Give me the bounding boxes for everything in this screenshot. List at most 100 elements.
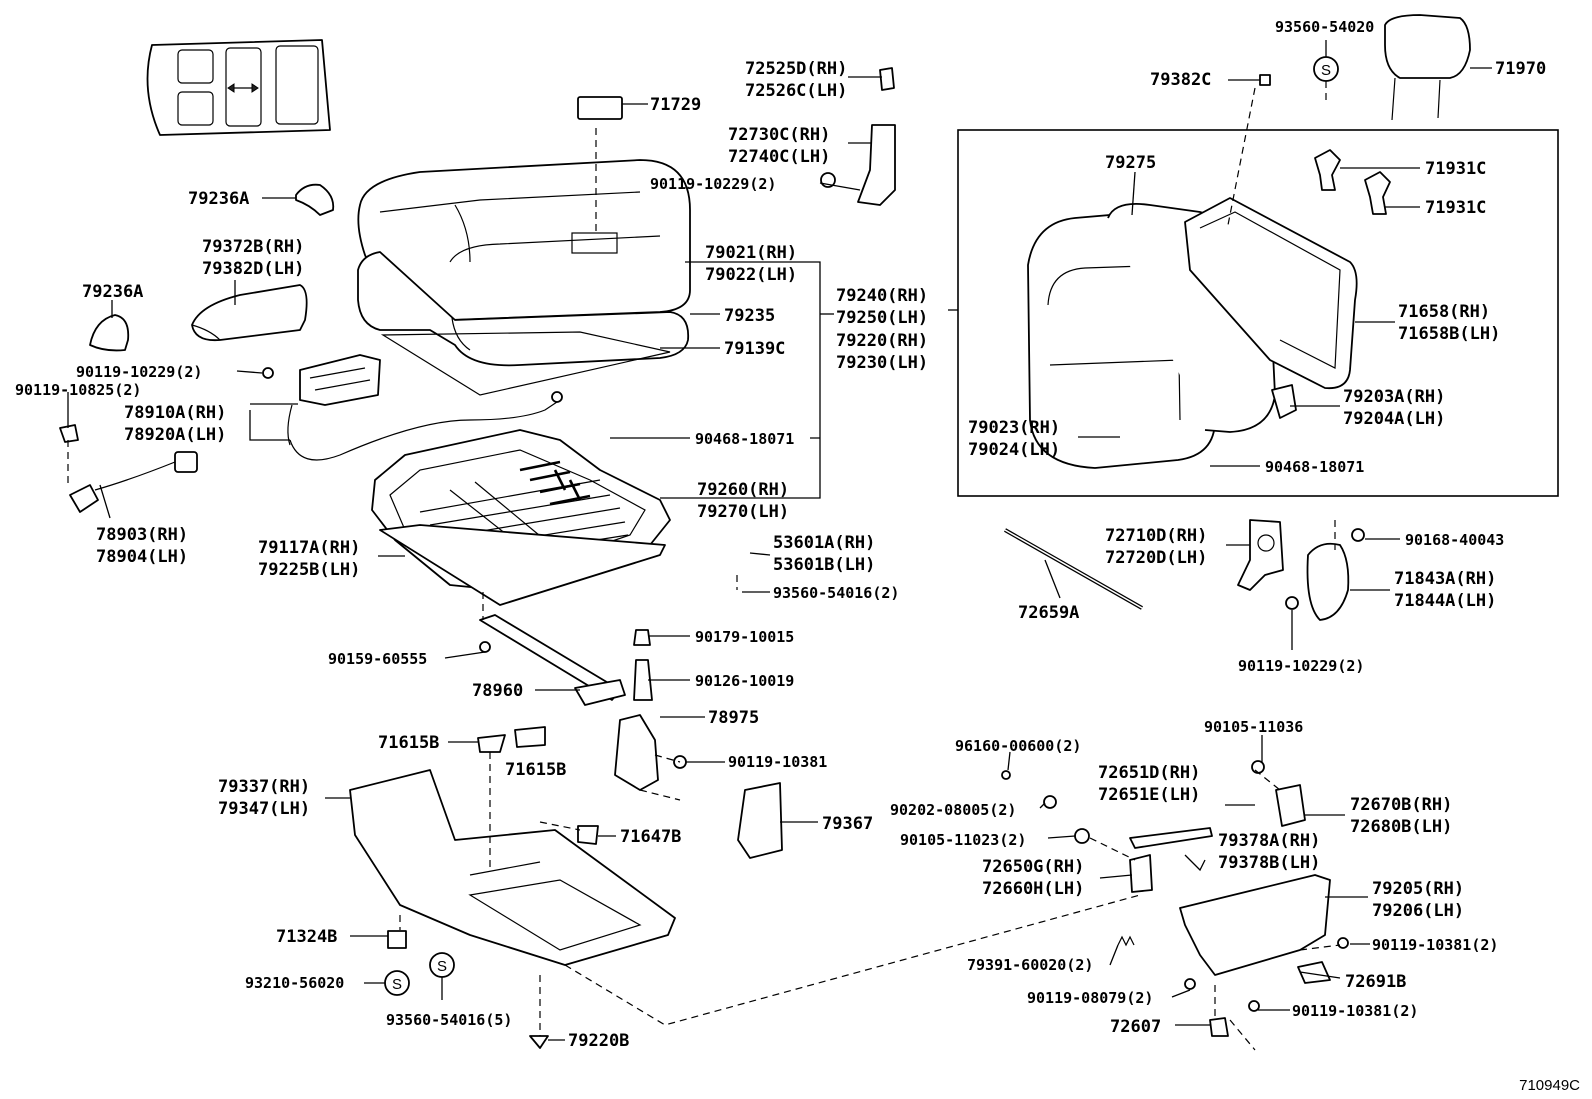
leader-lines <box>67 40 1492 1051</box>
part-number-79203a: 79203A(RH) <box>1343 387 1445 407</box>
part-number-90179-10015: 90179-10015 <box>695 628 794 646</box>
seat-slide-rail <box>479 614 687 791</box>
part-number-79139: 79139C <box>724 339 785 359</box>
svg-text:79236A: 79236A <box>82 282 143 302</box>
part-number-79337: 79337(RH) <box>218 777 310 797</box>
svg-text:93560-54016(2): 93560-54016(2) <box>773 584 899 602</box>
svg-text:79235: 79235 <box>724 306 775 326</box>
svg-text:72730C(RH)72740C(LH): 72730C(RH)72740C(LH) <box>728 125 830 167</box>
part-number-71931c: 71931C <box>1425 159 1486 179</box>
drawing-reference-number: 710949C <box>1519 1077 1580 1094</box>
part-number-93210-56020: 93210-56020 <box>245 974 344 992</box>
recliner-mechanism <box>262 354 563 461</box>
part-number-71931c-2: 71931C <box>1425 198 1486 218</box>
seat-back-callout-box <box>957 129 1559 497</box>
svg-text:90468-18071: 90468-18071 <box>695 430 794 448</box>
svg-text:78975: 78975 <box>708 708 759 728</box>
part-number-90126-10019: 90126-10019 <box>695 672 794 690</box>
svg-text:71324B: 71324B <box>276 927 337 947</box>
svg-text:79382C: 79382C <box>1150 70 1211 90</box>
part-number-79204a: 79204A(LH) <box>1343 409 1445 429</box>
part-number-90119-10381-3: 90119-10381(2) <box>1292 1002 1418 1020</box>
part-number-78910: 78910A(RH) <box>124 403 226 423</box>
svg-text:71931C: 71931C <box>1425 198 1486 218</box>
svg-text:79378A(RH)79378B(LH): 79378A(RH)79378B(LH) <box>1218 831 1320 873</box>
part-number-79024: 79024(LH) <box>968 440 1060 460</box>
release-cable <box>59 424 198 513</box>
part-number-71615b-2: 71615B <box>505 760 566 780</box>
part-number-72710d: 72710D(RH) <box>1105 526 1207 546</box>
part-number-90119-10381-2: 90119-10381(2) <box>1372 936 1498 954</box>
seat-cushion-assembly <box>357 96 691 396</box>
svg-text:79220B: 79220B <box>568 1031 629 1051</box>
part-number-79367: 79367 <box>822 814 873 834</box>
svg-text:79021(RH)79022(LH): 79021(RH)79022(LH) <box>705 243 797 285</box>
part-number-90119-10229: 90119-10229(2) <box>650 175 776 193</box>
svg-text:71843A(RH)71844A(LH): 71843A(RH)71844A(LH) <box>1394 569 1496 611</box>
part-number-79382: 79382D(LH) <box>202 259 304 279</box>
part-number-71647b: 71647B <box>620 827 681 847</box>
part-number-79230: 79230(LH) <box>836 353 928 373</box>
part-number-78960: 78960 <box>472 681 523 701</box>
svg-text:93560-54020: 93560-54020 <box>1275 18 1374 36</box>
part-number-90468-18071-2: 90468-18071 <box>1265 458 1364 476</box>
part-number-71615b: 71615B <box>378 733 439 753</box>
part-number-93560-54016: 93560-54016(2) <box>773 584 899 602</box>
part-number-72660h: 72660H(LH) <box>982 879 1084 899</box>
svg-text:72607: 72607 <box>1110 1017 1161 1037</box>
svg-text:90119-10381(2): 90119-10381(2) <box>1292 1002 1418 1020</box>
svg-text:90168-40043: 90168-40043 <box>1405 531 1504 549</box>
seat-back-assembly <box>1027 14 1471 469</box>
part-number-71658b: 71658B(LH) <box>1398 324 1500 344</box>
part-number-71843a: 71843A(RH) <box>1394 569 1496 589</box>
part-number-79220: 79220(RH) <box>836 331 928 351</box>
svg-text:79367: 79367 <box>822 814 873 834</box>
part-number-93560-54020: 93560-54020 <box>1275 18 1374 36</box>
svg-text:72691B: 72691B <box>1345 972 1406 992</box>
svg-text:71970: 71970 <box>1495 59 1546 79</box>
part-number-79205: 79205(RH) <box>1372 879 1464 899</box>
svg-text:79260(RH)79270(LH): 79260(RH)79270(LH) <box>697 480 789 522</box>
part-number-79240: 79240(RH) <box>836 286 928 306</box>
part-number-72651d: 72651D(RH) <box>1098 763 1200 783</box>
part-number-79378b: 79378B(LH) <box>1218 853 1320 873</box>
part-number-79260: 79260(RH) <box>697 480 789 500</box>
svg-text:71658(RH)71658B(LH): 71658(RH)71658B(LH) <box>1398 302 1500 344</box>
part-number-71324b: 71324B <box>276 927 337 947</box>
svg-text:90119-10825(2): 90119-10825(2) <box>15 381 141 399</box>
part-number-79270: 79270(LH) <box>697 502 789 522</box>
part-number-72650g: 72650G(RH) <box>982 857 1084 877</box>
svg-text:93210-56020: 93210-56020 <box>245 974 344 992</box>
part-number-71658: 71658(RH) <box>1398 302 1490 322</box>
part-number-79236a-2: 79236A <box>82 282 143 302</box>
seat-location-thumbnail <box>146 39 331 136</box>
svg-text:90202-08005(2): 90202-08005(2) <box>890 801 1016 819</box>
part-number-53601b: 53601B(LH) <box>773 555 875 575</box>
svg-text:79203A(RH)79204A(LH): 79203A(RH)79204A(LH) <box>1343 387 1445 429</box>
part-number-90119-10229-b: 90119-10229(2) <box>76 363 202 381</box>
svg-text:90126-10019: 90126-10019 <box>695 672 794 690</box>
svg-text:72670B(RH)72680B(LH): 72670B(RH)72680B(LH) <box>1350 795 1452 837</box>
svg-text:90159-60555: 90159-60555 <box>328 650 427 668</box>
svg-text:71615B: 71615B <box>505 760 566 780</box>
part-number-79220b: 79220B <box>568 1031 629 1051</box>
part-number-79275: 79275 <box>1105 153 1156 173</box>
part-number-72525: 72525D(RH) <box>745 59 847 79</box>
svg-text:79337(RH)79347(LH): 79337(RH)79347(LH) <box>218 777 310 819</box>
svg-text:72650G(RH)72660H(LH): 72650G(RH)72660H(LH) <box>982 857 1084 899</box>
seat-frame <box>371 429 671 606</box>
svg-text:79372B(RH)79382D(LH): 79372B(RH)79382D(LH) <box>202 237 304 279</box>
part-number-79378a: 79378A(RH) <box>1218 831 1320 851</box>
svg-text:79205(RH)79206(LH): 79205(RH)79206(LH) <box>1372 879 1464 921</box>
part-number-71970: 71970 <box>1495 59 1546 79</box>
part-number-72691b: 72691B <box>1345 972 1406 992</box>
svg-text:90179-10015: 90179-10015 <box>695 628 794 646</box>
part-number-90119-10825: 90119-10825(2) <box>15 381 141 399</box>
svg-text:90119-10229(2): 90119-10229(2) <box>1238 657 1364 675</box>
svg-text:71615B: 71615B <box>378 733 439 753</box>
part-number-90159-60555: 90159-60555 <box>328 650 427 668</box>
part-number-79021: 79021(RH) <box>705 243 797 263</box>
standard-part-mark-3: S <box>437 958 447 975</box>
